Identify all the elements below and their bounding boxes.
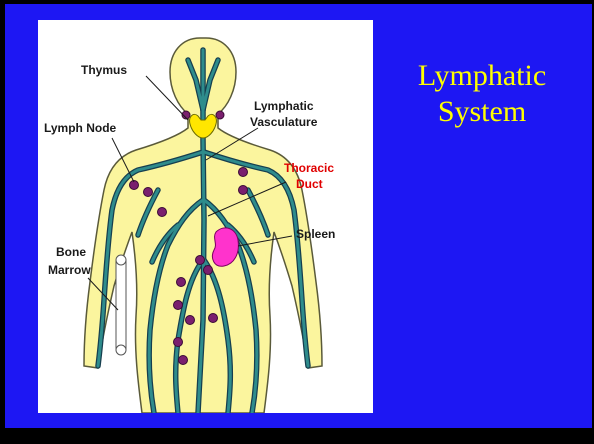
label-thoracic-duct-line1: Thoracic — [284, 161, 334, 175]
label-lymph-node: Lymph Node — [44, 121, 117, 135]
label-bone-marrow-line1: Bone — [56, 245, 86, 259]
slide-title: Lymphatic System — [382, 58, 582, 130]
slide-title-line2: System — [382, 94, 582, 130]
bone-marrow-bone — [116, 255, 126, 355]
label-spleen: Spleen — [296, 227, 335, 241]
label-thymus: Thymus — [81, 63, 127, 77]
slide-title-line1: Lymphatic — [382, 58, 582, 94]
label-lymphatic-vasculature-line1: Lymphatic — [254, 99, 314, 113]
label-bone-marrow-line2: Marrow — [48, 263, 91, 277]
lymphatic-diagram-panel: Thymus Lymph Node Lymphatic Vasculature … — [38, 20, 373, 413]
label-thoracic-duct-line2: Duct — [296, 177, 323, 191]
label-lymphatic-vasculature-line2: Vasculature — [250, 115, 318, 129]
lymphatic-diagram: Thymus Lymph Node Lymphatic Vasculature … — [38, 20, 373, 413]
